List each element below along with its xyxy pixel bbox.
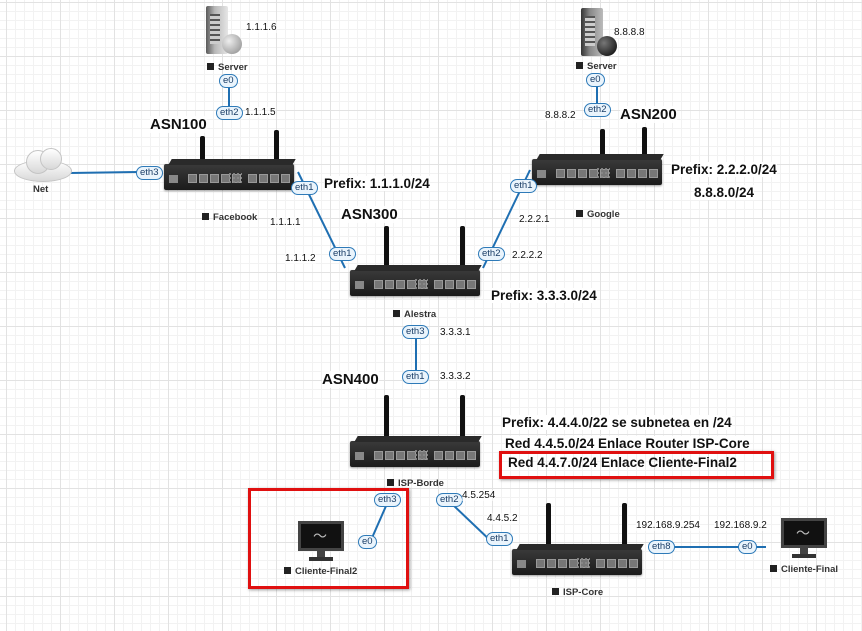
facebook-prefix: Prefix: 1.1.1.0/24 [324,176,430,191]
port-facebook-eth1[interactable]: eth1 [291,181,318,195]
google-prefix-2: 8.8.8.0/24 [694,185,755,200]
alestra-label-text: Alestra [404,309,437,320]
port-facebook-eth2[interactable]: eth2 [216,106,243,120]
router-icon[interactable] [350,395,482,467]
ip-facebook-eth2: 1.1.1.5 [245,107,276,118]
monitor-icon[interactable] [298,521,344,563]
isp-red-cliente: Red 4.4.7.0/24 Enlace Cliente-Final2 [508,455,737,470]
cliente-final-label[interactable]: Cliente-Final [770,564,838,575]
asn-google: ASN200 [620,106,677,123]
asn-isp-borde: ASN400 [322,371,379,388]
ip-alestra-eth3: 3.3.3.1 [440,327,471,338]
port-cliente-final-e0[interactable]: e0 [738,540,757,554]
facebook-label[interactable]: Facebook [202,212,257,223]
port-facebook-eth3[interactable]: eth3 [136,166,163,180]
ip-cliente-final-e0: 192.168.9.2 [714,520,767,531]
port-google-eth2[interactable]: eth2 [584,103,611,117]
server-google-label-text: Server [587,61,617,72]
port-isp-borde-eth1[interactable]: eth1 [402,370,429,384]
ip-isp-core-eth1: 4.4.5.2 [487,513,518,524]
server-fb-label[interactable]: Server [207,62,248,73]
cliente-final-label-text: Cliente-Final [781,564,839,575]
server-google-ip: 8.8.8.8 [614,27,645,38]
server-fb-label-text: Server [218,62,248,73]
facebook-label-text: Facebook [213,212,258,223]
ip-isp-borde-eth2: 4.5.254 [462,490,496,501]
highlight-box-cliente-final2 [248,488,409,589]
ip-google-eth1: 2.2.2.1 [519,214,550,225]
isp-borde-label[interactable]: ISP-Borde [387,478,444,489]
ip-isp-borde-eth1: 3.3.3.2 [440,371,471,382]
asn-alestra: ASN300 [341,206,398,223]
router-icon[interactable] [350,226,482,296]
port-google-eth1[interactable]: eth1 [510,179,537,193]
monitor-icon[interactable] [781,518,827,560]
port-isp-core-eth1[interactable]: eth1 [486,532,513,546]
ip-alestra-eth1: 1.1.1.2 [285,253,316,264]
port-server-google-e0[interactable]: e0 [586,73,605,87]
port-isp-core-eth8[interactable]: eth8 [648,540,675,554]
server-fb-ip: 1.1.1.6 [246,22,277,33]
link-net-facebook [69,171,141,174]
router-icon[interactable] [164,130,296,192]
asn-facebook: ASN100 [150,116,207,133]
port-alestra-eth3[interactable]: eth3 [402,325,429,339]
isp-core-label[interactable]: ISP-Core [552,587,603,598]
port-alestra-eth2[interactable]: eth2 [478,247,505,261]
port-cliente-final2-e0[interactable]: e0 [358,535,377,549]
port-server-fb-e0[interactable]: e0 [219,74,238,88]
isp-red-core: Red 4.4.5.0/24 Enlace Router ISP-Core [505,436,750,451]
net-label[interactable]: Net [33,184,49,195]
isp-core-label-text: ISP-Core [563,587,604,598]
port-isp-borde-eth3[interactable]: eth3 [374,493,401,507]
alestra-label[interactable]: Alestra [393,309,436,320]
ip-google-eth2: 8.8.8.2 [545,110,576,121]
server-icon[interactable] [202,6,242,56]
google-label[interactable]: Google [576,209,620,220]
ip-facebook-eth1: 1.1.1.1 [270,217,301,228]
alestra-prefix: Prefix: 3.3.3.0/24 [491,288,597,303]
google-prefix-1: Prefix: 2.2.2.0/24 [671,162,777,177]
highlight-box-red-cliente [499,451,774,479]
ip-isp-core-eth8: 192.168.9.254 [636,520,700,531]
isp-borde-label-text: ISP-Borde [398,478,444,489]
isp-prefix: Prefix: 4.4.4.0/22 se subnetea en /24 [502,415,732,430]
cliente-final2-label-text: Cliente-Final2 [295,566,358,577]
ip-alestra-eth2: 2.2.2.2 [512,250,543,261]
router-icon[interactable] [512,503,644,575]
port-isp-borde-eth2[interactable]: eth2 [436,493,463,507]
router-icon[interactable] [532,125,664,187]
server-icon[interactable] [577,8,617,58]
cloud-icon[interactable] [14,148,72,182]
cliente-final2-label[interactable]: Cliente-Final2 [284,566,357,577]
port-alestra-eth1[interactable]: eth1 [329,247,356,261]
google-label-text: Google [587,209,620,220]
server-google-label[interactable]: Server [576,61,617,72]
